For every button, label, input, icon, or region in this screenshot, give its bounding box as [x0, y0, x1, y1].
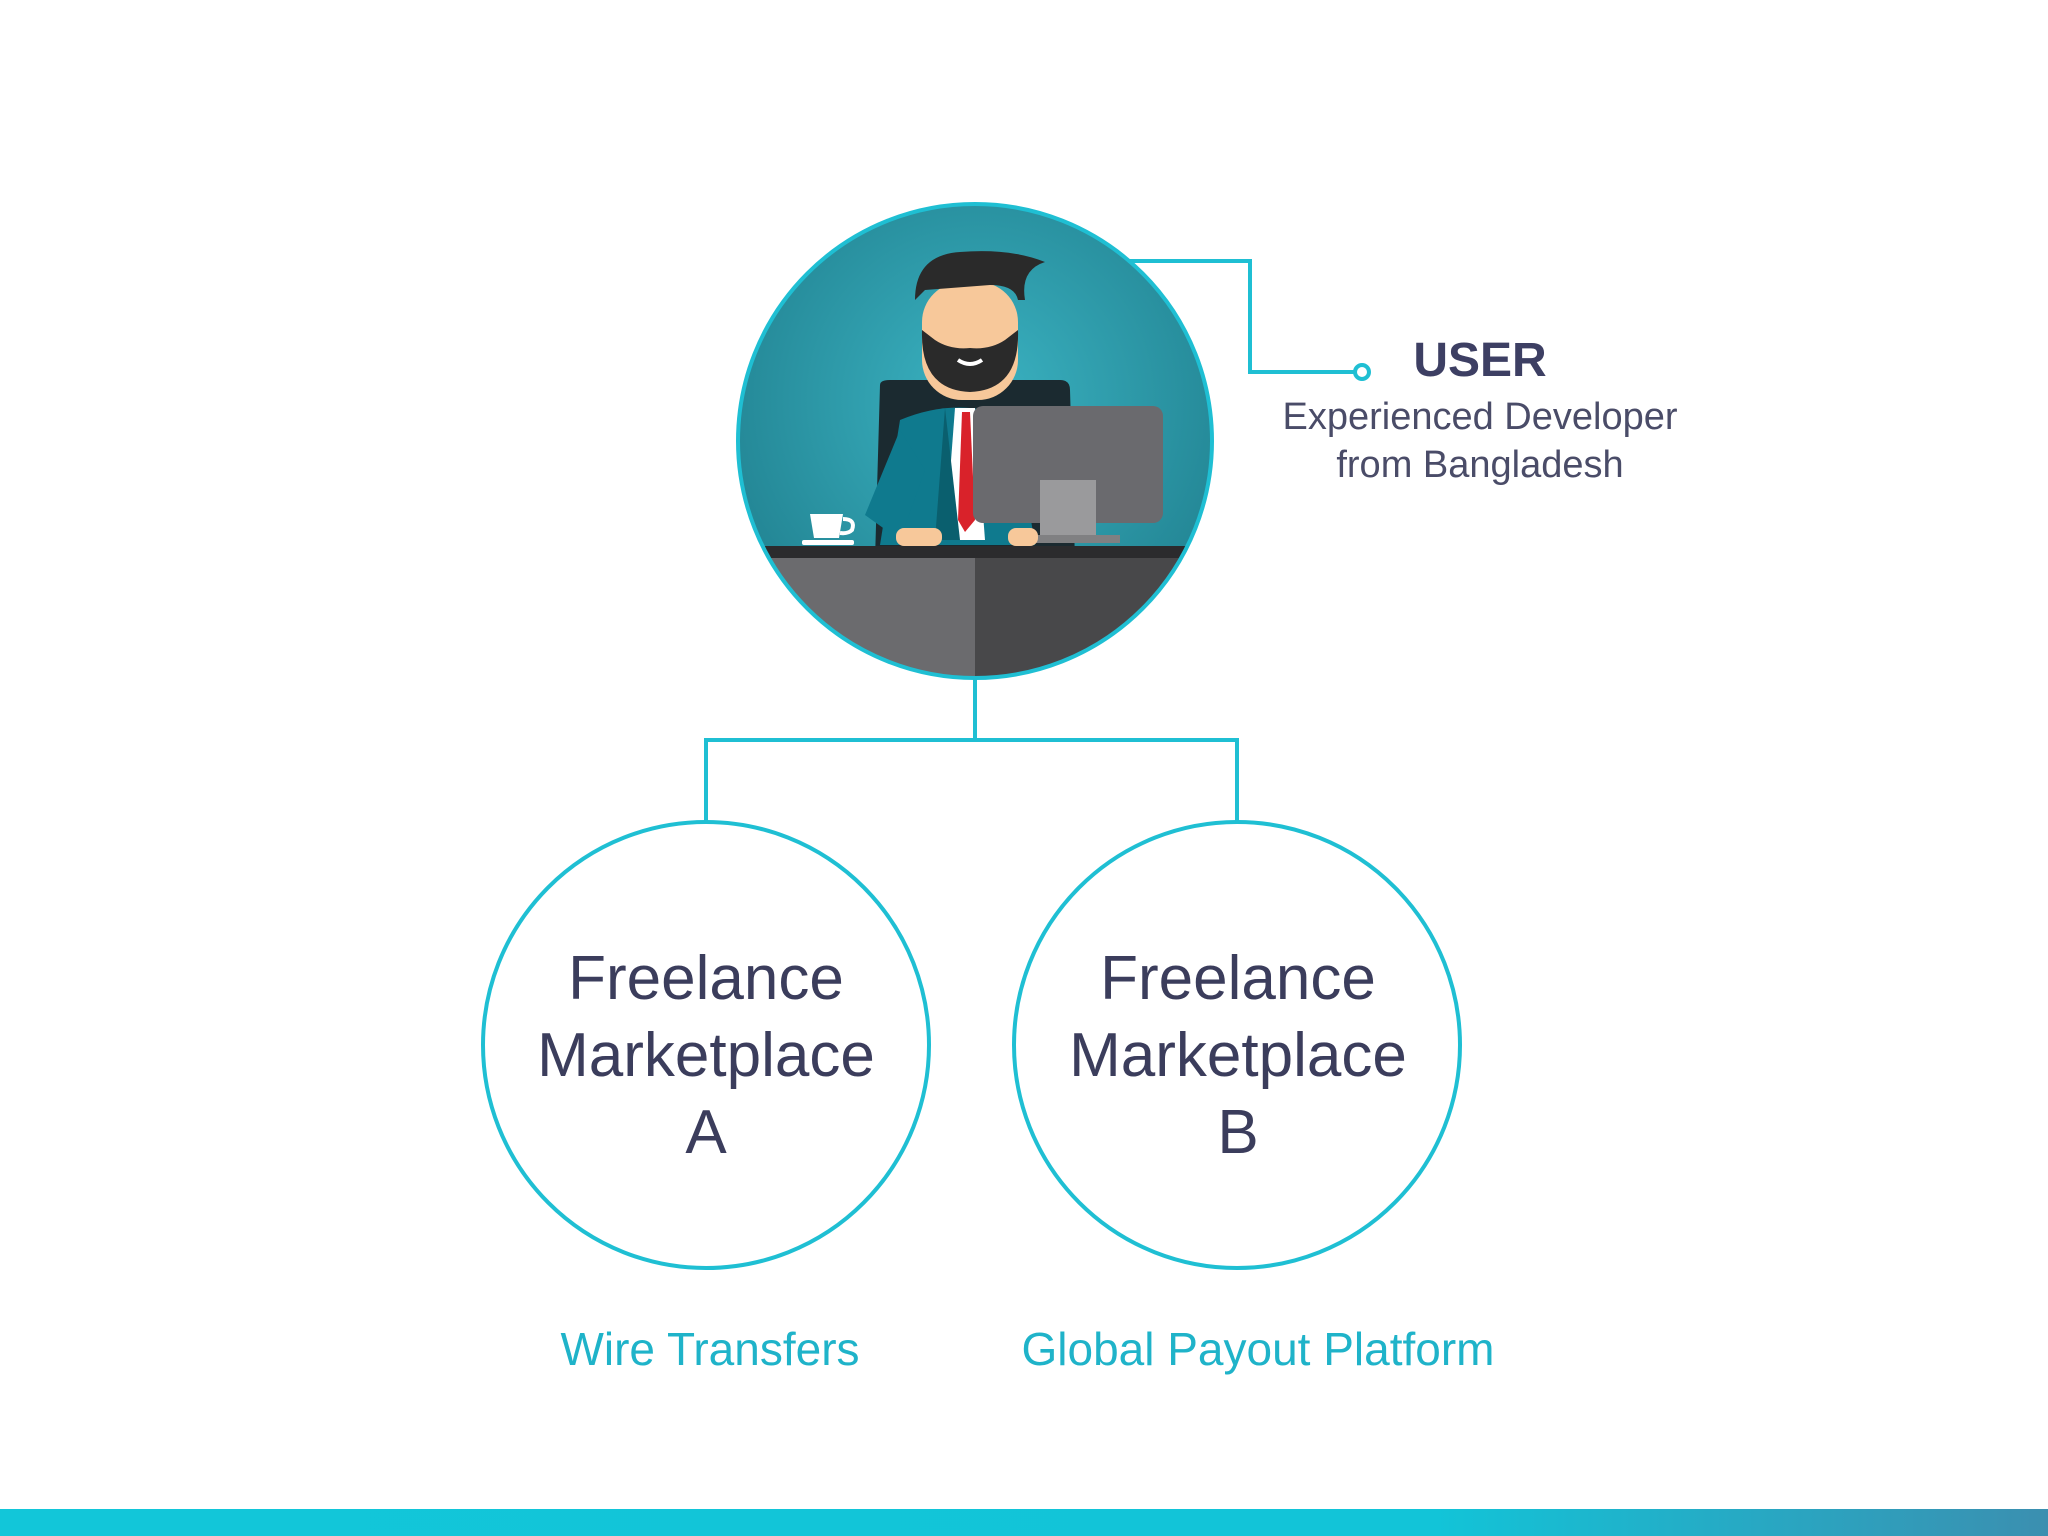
user-description-line2: from Bangladesh: [1336, 444, 1624, 486]
marketplace-a-circle: [481, 820, 931, 1270]
marketplace-a-caption: Wire Transfers: [560, 1323, 860, 1375]
user-title: USER: [1413, 334, 1547, 387]
marketplace-a-label: Freelance Marketplace A: [486, 940, 926, 1171]
connector-lines: [704, 259, 1371, 822]
monitor-icon: [973, 406, 1163, 523]
desk: [740, 546, 1212, 558]
marketplace-b-circle: [1012, 820, 1462, 1270]
bottom-accent-bar: [0, 1509, 2048, 1536]
beard: [921, 330, 1019, 392]
marketplace-b-line2: Marketplace: [1069, 1021, 1407, 1090]
marketplace-b-caption: Global Payout Platform: [1021, 1323, 1495, 1375]
user-description-line1: Experienced Developer: [1282, 396, 1678, 438]
connector-end-dot: [1353, 363, 1371, 381]
user-avatar: [736, 202, 1214, 680]
coffee-cup-icon: [802, 514, 855, 545]
marketplace-a-line2: Marketplace: [537, 1021, 875, 1090]
marketplace-a-line1: Freelance: [568, 944, 844, 1013]
marketplace-a-line3: A: [685, 1098, 727, 1167]
marketplace-b-line3: B: [1217, 1098, 1259, 1167]
marketplace-b-label: Freelance Marketplace B: [1018, 940, 1458, 1171]
branch-connector: [704, 738, 1239, 822]
hair: [915, 251, 1045, 300]
marketplace-b-line1: Freelance: [1100, 944, 1376, 1013]
user-label-connector: [1128, 259, 1355, 374]
